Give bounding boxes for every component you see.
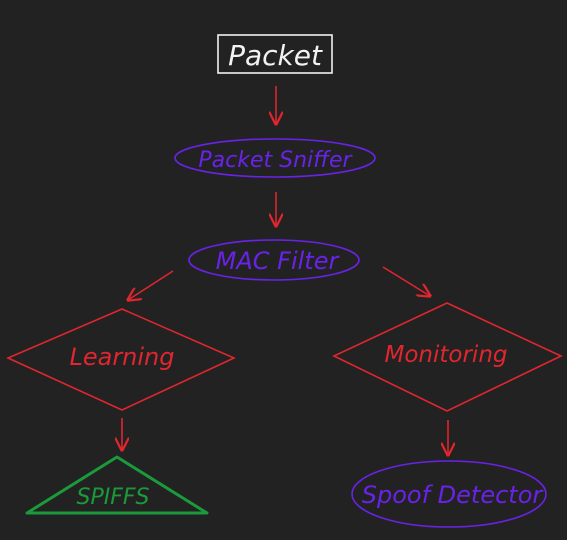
packet-box [217,34,333,74]
node-spoof-detector: Spoof Detector [351,460,547,528]
mac-filter-label: MAC Filter [216,247,341,275]
node-packet-sniffer: Packet Sniffer [174,138,376,178]
node-mac-filter: MAC Filter [188,239,360,281]
spoof-detector-ellipse [351,460,547,528]
packet-sniffer-label: Packet Sniffer [198,148,353,173]
monitoring-label: Monitoring [385,342,508,368]
packet-sniffer-ellipse [174,138,376,178]
mac-filter-ellipse [188,239,360,281]
monitoring-diamond [332,302,563,412]
node-packet: Packet [217,34,333,74]
edge-mac-filter-to-learning [128,270,174,300]
packet-label: Packet [228,39,323,72]
node-monitoring: Monitoring [332,302,563,412]
node-learning: Learning [6,308,236,411]
learning-label: Learning [69,343,174,371]
spiffs-triangle [25,455,209,515]
spoof-detector-label: Spoof Detector [362,481,545,509]
learning-diamond [6,308,236,411]
spiffs-label: SPIFFS [77,485,150,510]
edge-mac-filter-to-monitoring [382,266,430,296]
node-spiffs: SPIFFS [25,455,209,515]
